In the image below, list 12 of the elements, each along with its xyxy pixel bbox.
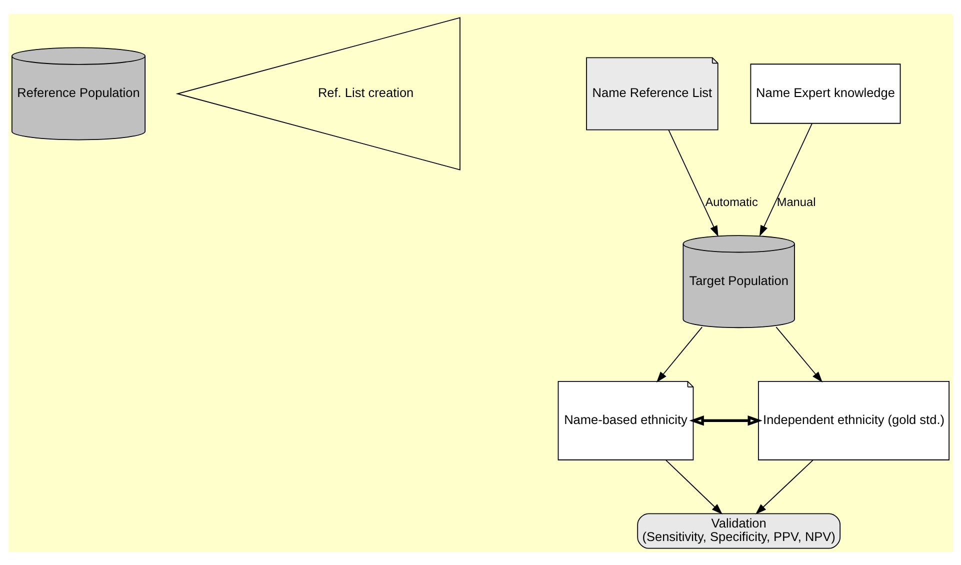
- edge-label: Automatic: [705, 194, 758, 208]
- arrow: [668, 129, 718, 236]
- arrow: [776, 326, 823, 382]
- arrow: [665, 459, 722, 514]
- arrow: [755, 459, 814, 514]
- edge-label: Manual: [776, 194, 816, 208]
- arrow: [759, 122, 812, 236]
- node-box: Name Expert knowledge: [750, 63, 901, 124]
- node-box: Validation (Sensitivity, Specificity, PPV, NPV): [637, 512, 841, 548]
- arrow: [656, 326, 703, 382]
- node-box: Independent ethnicity (gold std.): [758, 380, 950, 460]
- arrow: [689, 415, 762, 426]
